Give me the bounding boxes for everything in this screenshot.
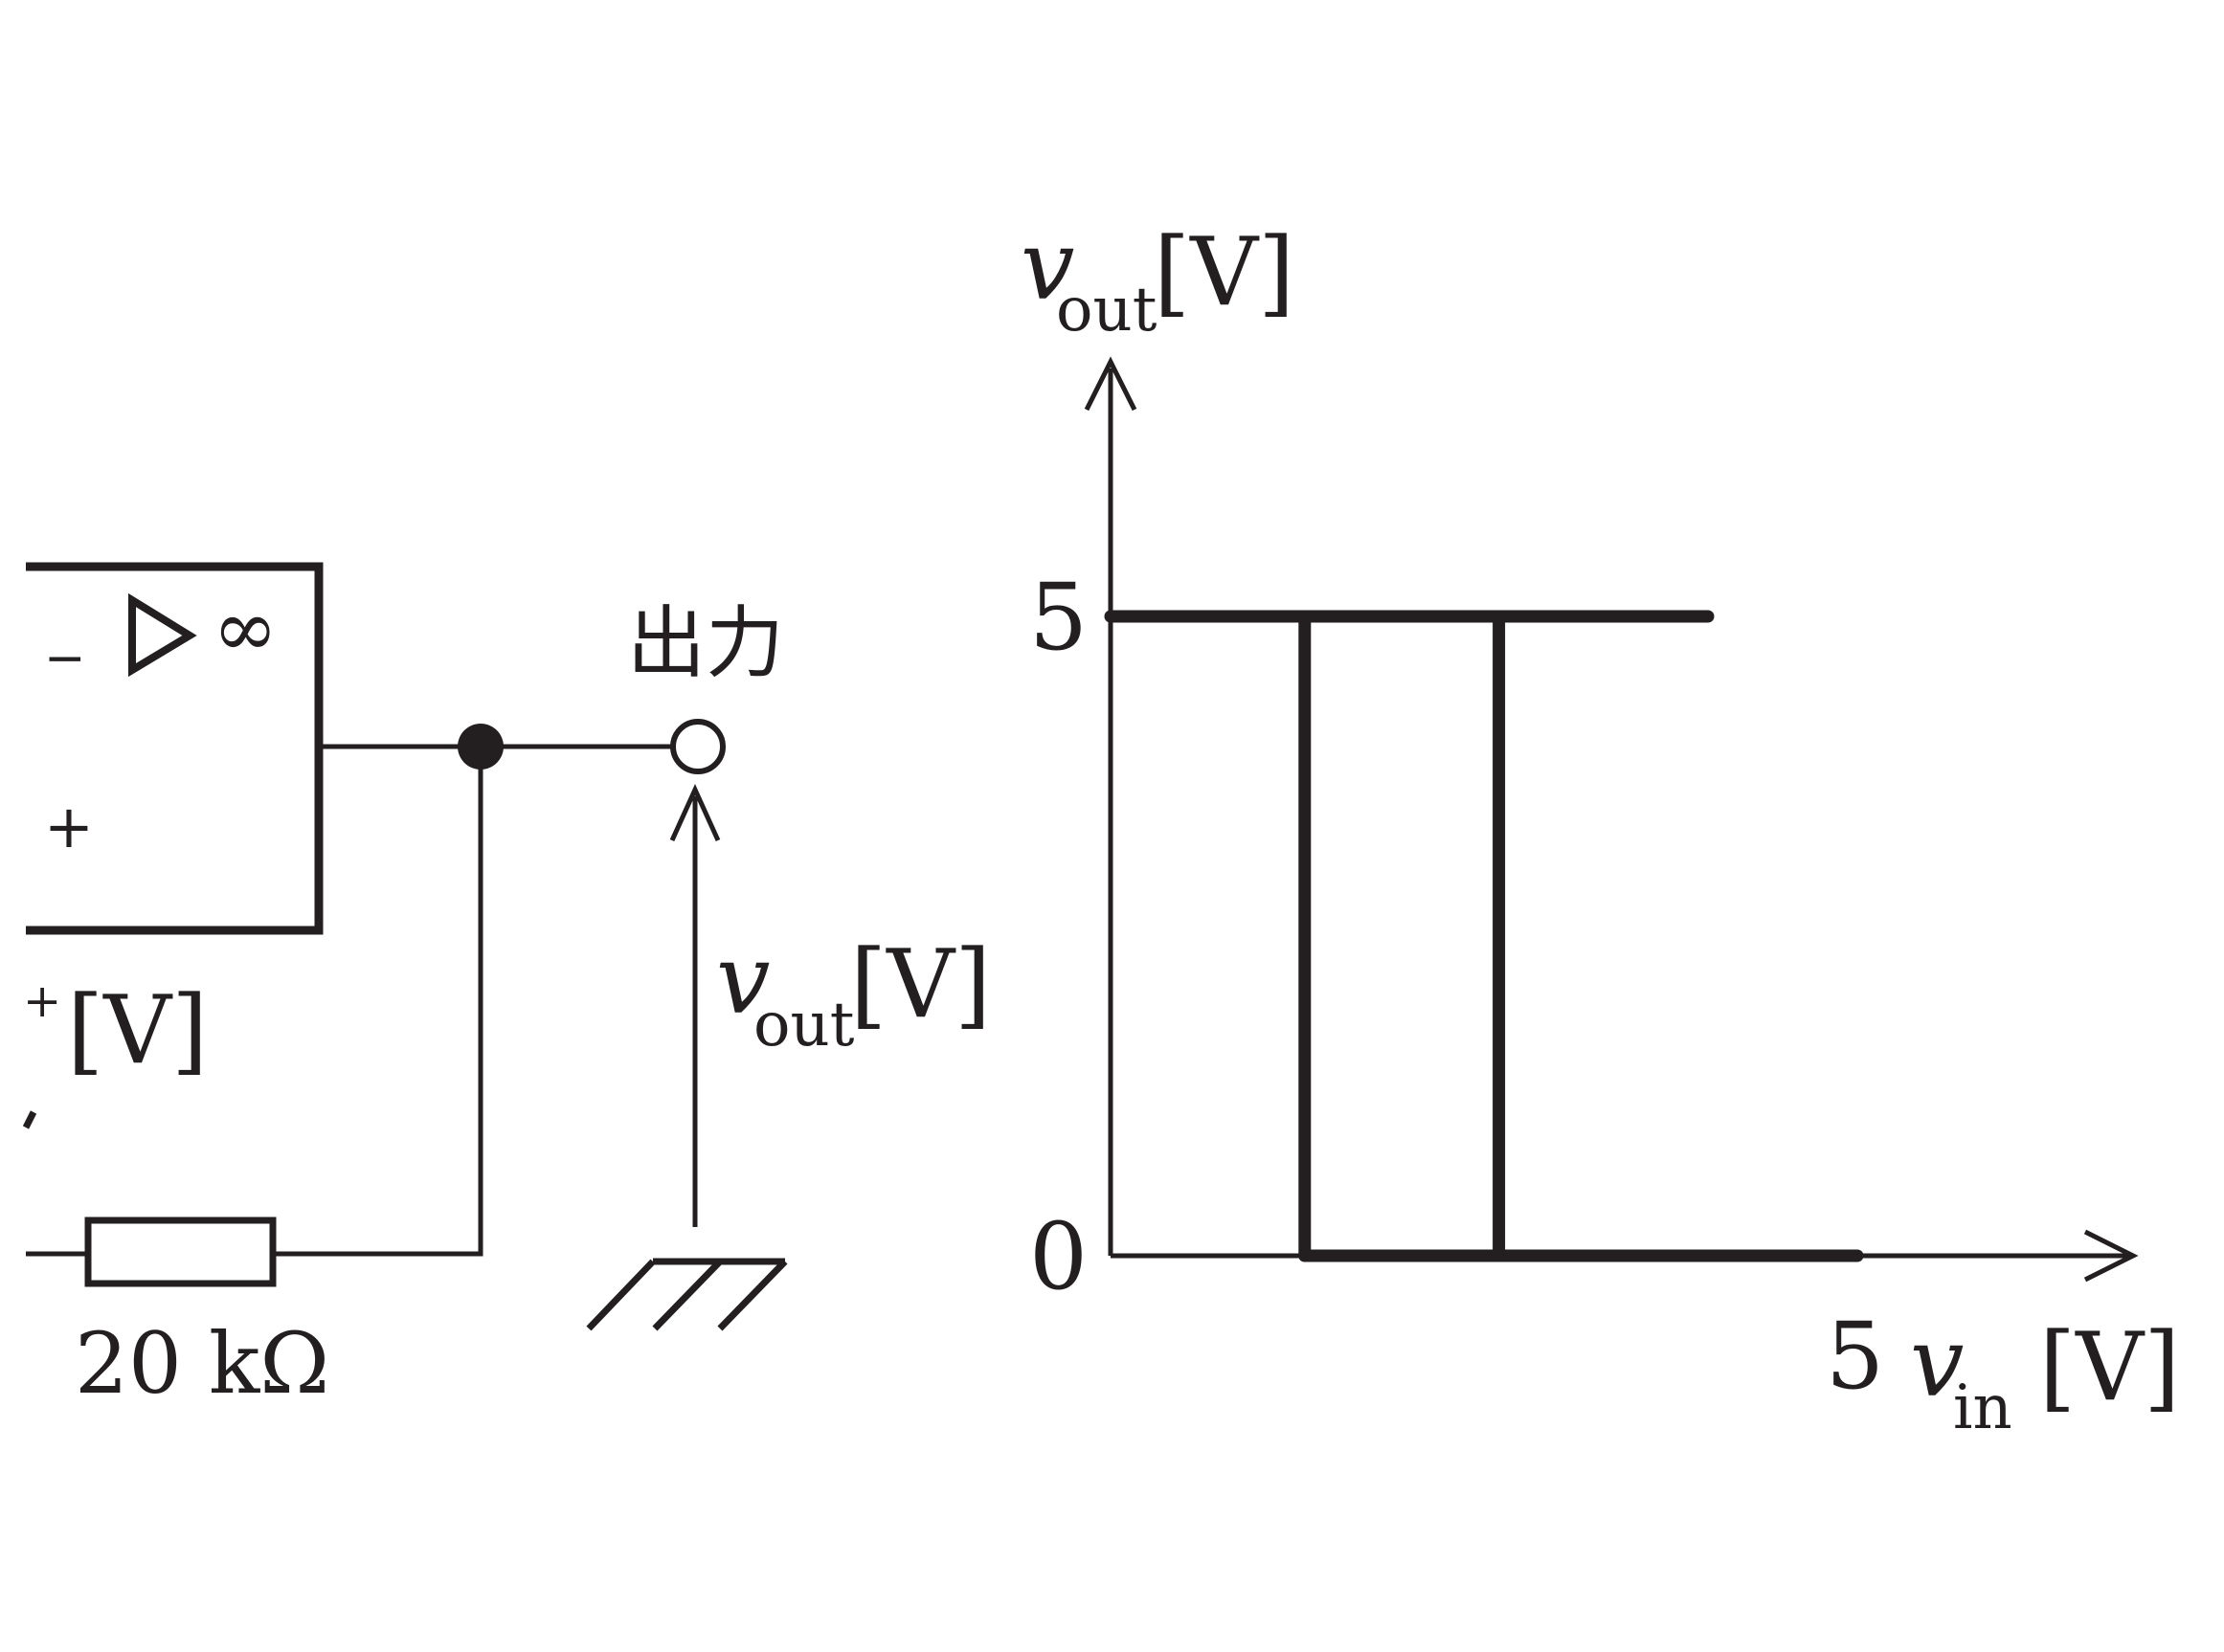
hysteresis-chart: 0 5 5 v out [V] v in [V] — [1021, 210, 2180, 1443]
ground-symbol — [586, 1258, 788, 1331]
resistor-20k — [84, 1217, 277, 1287]
series-layer — [1104, 610, 1864, 1262]
ground-hatch-1 — [586, 1259, 656, 1331]
x-tick-label-0: 5 — [1826, 1303, 1884, 1410]
opamp-circuit: − + ∞ 出力 20 kΩ + [V] v out [V] — [22, 562, 991, 1413]
output-label: 出力 — [627, 598, 784, 689]
feedback-wire — [273, 747, 483, 1257]
tick-layer: 0 5 5 — [1029, 564, 1884, 1410]
resistor-label: 20 kΩ — [75, 1314, 329, 1413]
vplus-label: + [V] — [23, 974, 208, 1085]
vout-label: v out [V] — [716, 924, 991, 1060]
x-axis-label-unit: [V] — [2039, 1313, 2180, 1422]
y-axis-arrowhead — [1084, 356, 1137, 412]
y-tick-label-1: 5 — [1029, 564, 1088, 671]
cropped-mark — [22, 1110, 37, 1129]
y-axis-label-sub: out — [1056, 275, 1157, 346]
y-tick-label-0: 0 — [1029, 1203, 1088, 1310]
x-axis-label-sub: in — [1953, 1373, 2012, 1443]
y-axis-label-unit: [V] — [1154, 218, 1294, 327]
vout-label-var: v — [716, 924, 771, 1036]
vout-label-unit: [V] — [850, 930, 991, 1039]
y-axis-label-var: v — [1021, 210, 1075, 322]
vplus-unit: [V] — [67, 976, 208, 1085]
vout-label-sub: out — [753, 990, 855, 1060]
opamp-triangle-icon — [128, 592, 197, 678]
ground-hatch-3 — [717, 1259, 788, 1331]
opamp-gain-label: ∞ — [213, 584, 278, 675]
x-axis-arrowhead — [2083, 1229, 2139, 1283]
vplus-sup: + — [23, 974, 61, 1028]
y-axis-label: v out [V] — [1021, 210, 1294, 346]
output-terminal — [670, 719, 726, 774]
x-axis-label-var: v — [1910, 1306, 1965, 1418]
opamp-minus-label: − — [44, 630, 86, 687]
opamp-plus-label: + — [44, 792, 94, 861]
x-axis-label: v in [V] — [1910, 1306, 2180, 1443]
vout-arrow-head — [669, 783, 721, 842]
ground-hatch-2 — [652, 1259, 723, 1331]
